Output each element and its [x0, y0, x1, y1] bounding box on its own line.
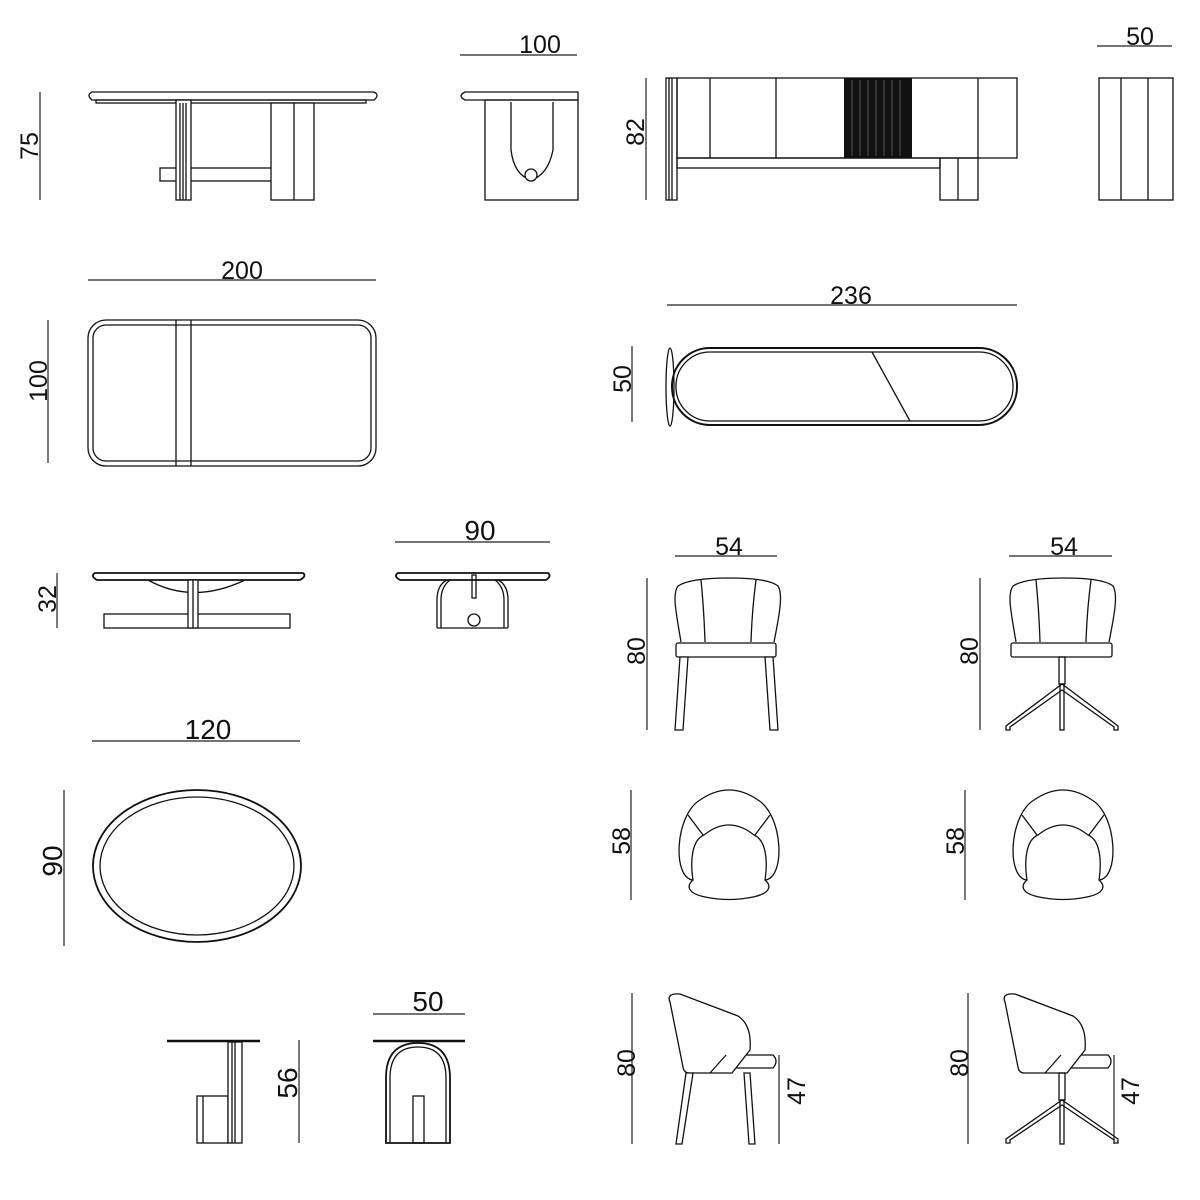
dim-label: 50 [1126, 23, 1154, 51]
dim-label: 32 [34, 585, 62, 613]
chair-side-view [668, 993, 777, 1145]
dim-label: 58 [942, 827, 970, 855]
dining-table-top-view [87, 319, 377, 467]
chair-front-view [674, 577, 782, 731]
chair-top-view [678, 789, 780, 901]
dim-label: 50 [609, 365, 637, 393]
dim-label: 54 [715, 533, 743, 561]
dim-label: 100 [519, 31, 561, 59]
dimension-lines [39, 45, 1172, 1144]
dim-label: 50 [412, 986, 443, 1017]
dim-label: 80 [623, 637, 651, 665]
dim-label: 80 [613, 1049, 641, 1077]
dim-label: 47 [783, 1077, 811, 1105]
dim-label: 47 [1117, 1077, 1145, 1105]
swivel-chair-top-view [1012, 789, 1114, 901]
dim-label: 100 [25, 360, 53, 402]
dining-table-side-view [88, 91, 378, 201]
dim-label: 75 [16, 132, 44, 160]
dimension-labels: 75 100 82 50 200 100 236 50 32 90 54 54 … [16, 23, 1154, 1105]
dim-label: 80 [946, 1049, 974, 1077]
sideboard-front-view [665, 77, 1018, 201]
sideboard-top-view [665, 347, 1018, 427]
dim-label: 236 [830, 282, 872, 310]
dim-label: 82 [622, 118, 650, 146]
side-table-end-view [373, 1039, 465, 1144]
dining-table-end-view [460, 91, 579, 201]
coffee-table-side-view [92, 572, 306, 629]
swivel-chair-front-view [1005, 577, 1119, 731]
oval-table-top-view [92, 789, 302, 943]
side-table-side-view [167, 1039, 260, 1144]
swivel-chair-side-view [1003, 993, 1119, 1145]
dim-label: 90 [464, 515, 495, 546]
coffee-table-end-view [395, 572, 551, 629]
sideboard-side-view [1098, 77, 1174, 201]
dim-label: 120 [185, 714, 232, 745]
dim-label: 90 [37, 845, 68, 876]
dim-label: 80 [956, 637, 984, 665]
dim-label: 56 [272, 1067, 303, 1098]
dim-label: 54 [1050, 533, 1078, 561]
dim-label: 200 [221, 257, 263, 285]
dim-label: 58 [608, 827, 636, 855]
